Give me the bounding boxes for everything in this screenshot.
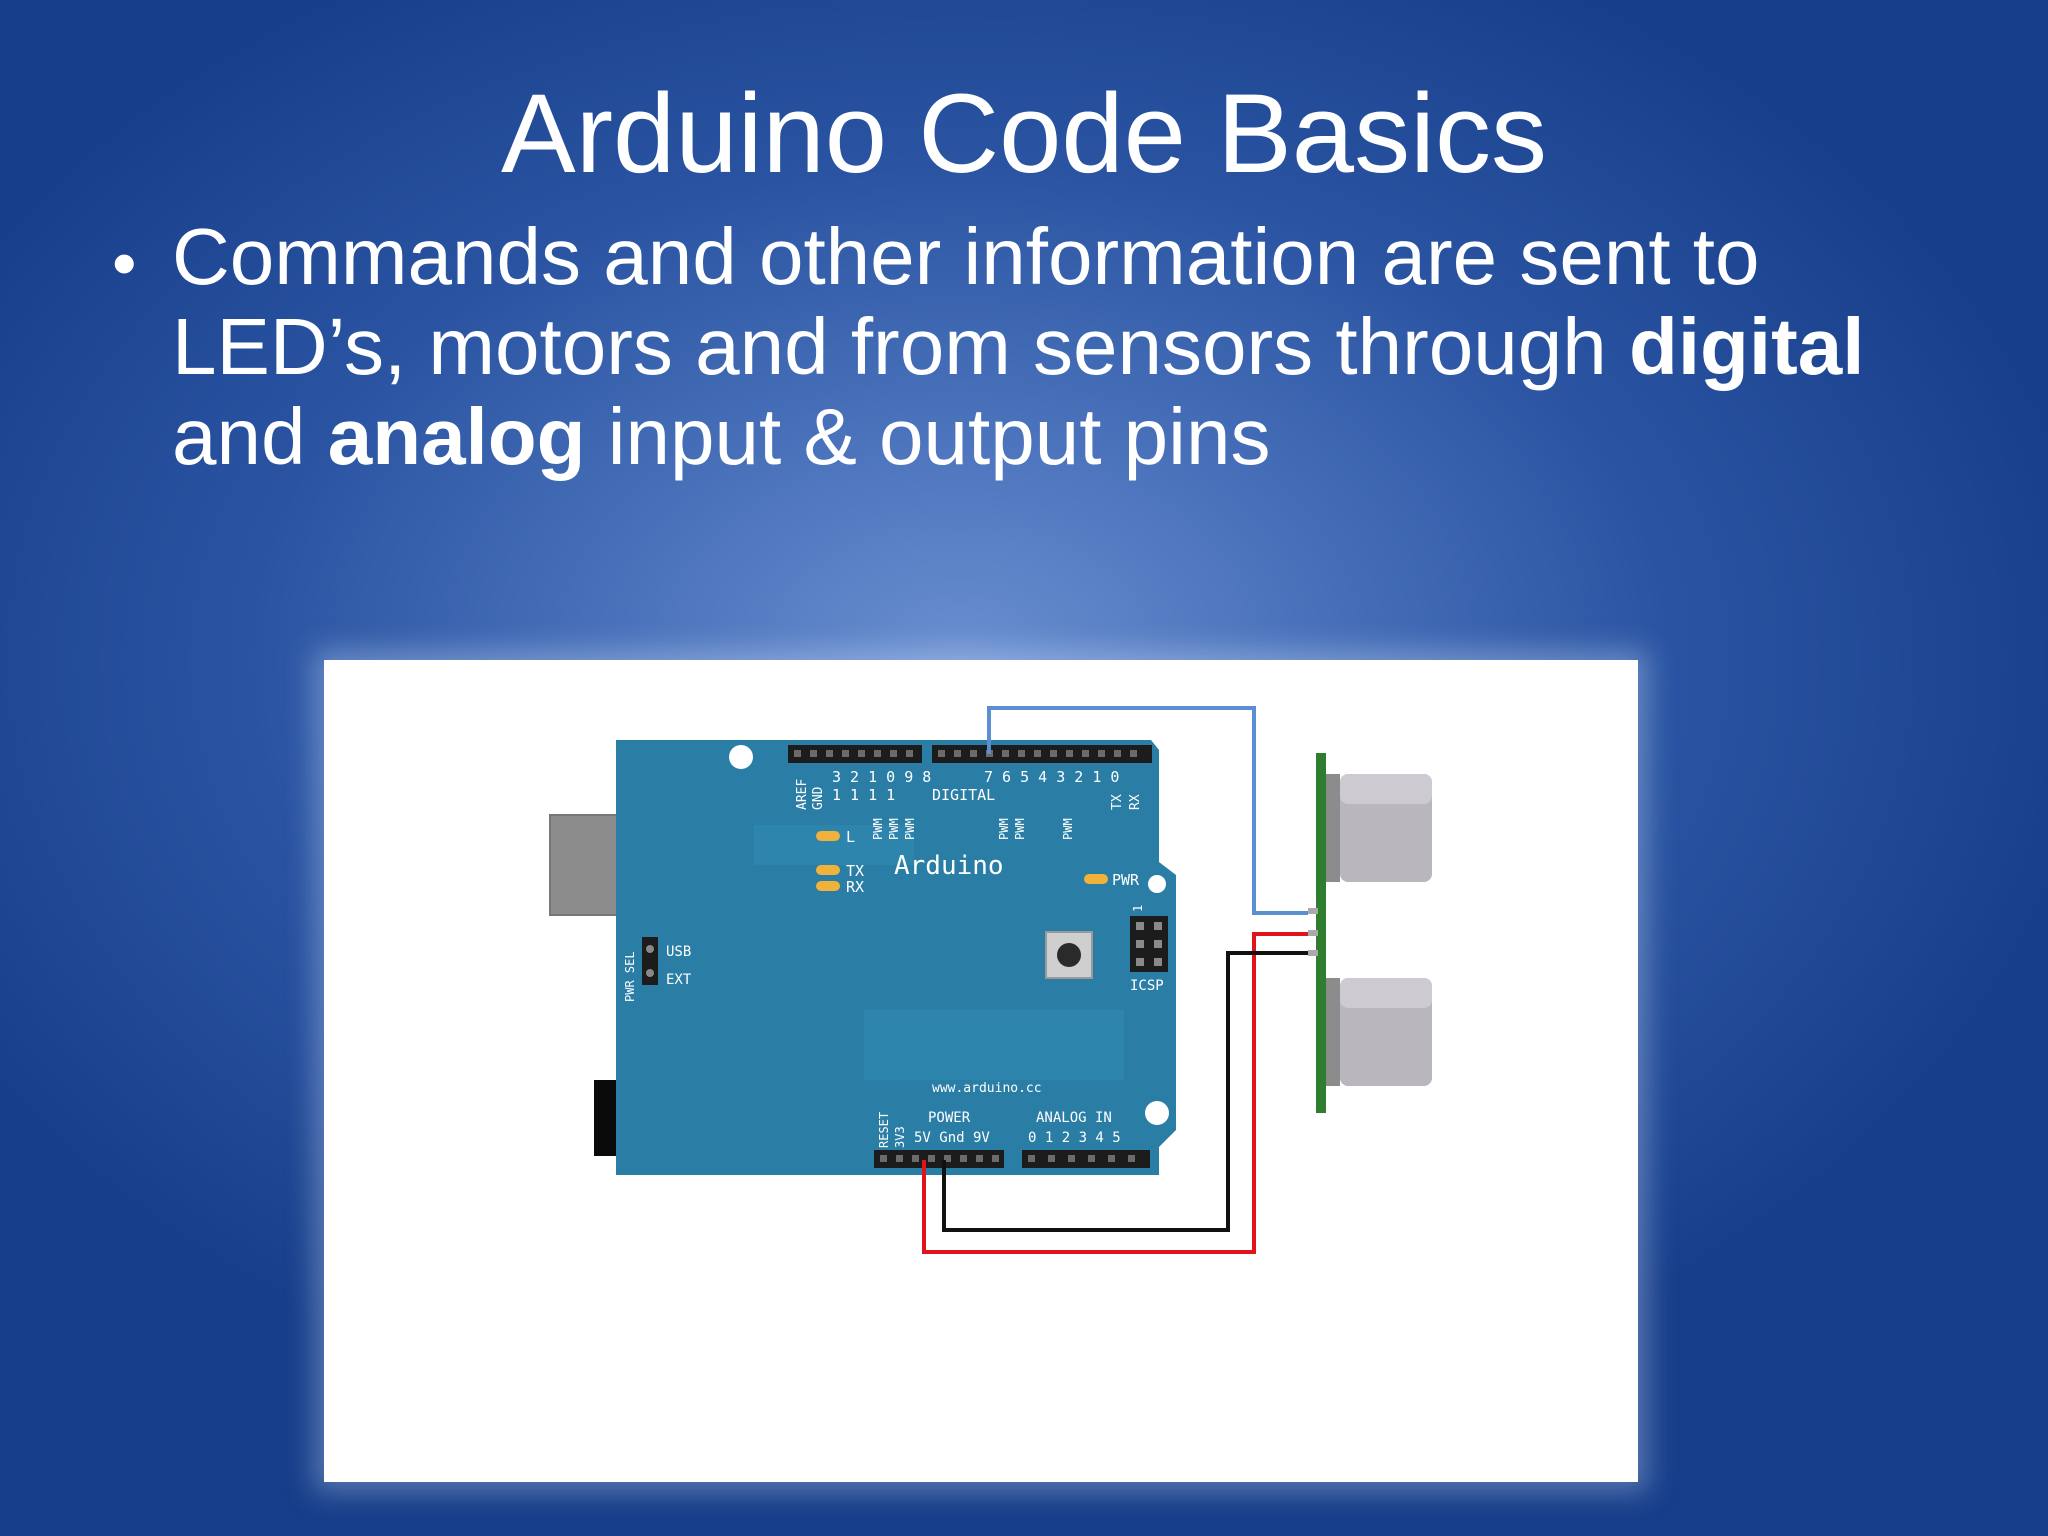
reset-label: RESET xyxy=(877,1112,891,1148)
icsp-pins xyxy=(1136,922,1162,966)
label-rx-header: RX xyxy=(1128,794,1143,810)
digital-numbers-high: 3 2 1 0 9 8 xyxy=(832,768,931,786)
bullet-bold-digital: digital xyxy=(1628,302,1865,391)
pwm-label: PWM xyxy=(1013,818,1027,840)
mount-hole xyxy=(1148,875,1166,893)
icsp-pin1-label: 1 xyxy=(1131,905,1145,912)
usb-label: USB xyxy=(666,944,691,960)
analog-header xyxy=(1022,1150,1150,1168)
board-name: Arduino xyxy=(894,851,1004,881)
sensor-transducer-bottom xyxy=(1326,978,1432,1086)
icsp-header xyxy=(1130,916,1168,972)
sensor-pin xyxy=(1308,950,1318,956)
led-l xyxy=(816,831,840,841)
power-header-pins xyxy=(880,1155,999,1162)
sensor-pin xyxy=(1308,908,1318,914)
bullet-text-part-1: Commands and other information are sent … xyxy=(172,212,1760,391)
digital-label: DIGITAL xyxy=(932,786,995,804)
digital-numbers-low: 7 6 5 4 3 2 1 0 xyxy=(984,768,1119,786)
pwr-sel-jumper xyxy=(642,937,658,985)
v33-label: 3V3 xyxy=(893,1126,907,1148)
sensor-transducer-top xyxy=(1326,774,1432,882)
analog-pins-label: 0 1 2 3 4 5 xyxy=(1028,1130,1121,1146)
bullet-text: Commands and other information are sent … xyxy=(172,212,1992,482)
pwm-label: PWM xyxy=(903,818,917,840)
jumper-pin xyxy=(646,945,654,953)
digital-header-high xyxy=(788,745,922,763)
ext-label: EXT xyxy=(666,972,692,988)
power-header xyxy=(874,1150,1004,1168)
ground-wire xyxy=(942,951,1308,1232)
label-aref: AREF xyxy=(795,779,810,810)
power-wire xyxy=(922,932,1308,1254)
board-chip-area xyxy=(864,1010,1124,1080)
jumper-pin xyxy=(646,969,654,977)
led-rx-label: RX xyxy=(846,878,864,896)
led-rx xyxy=(816,881,840,891)
pwr-sel-label: PWR SEL xyxy=(623,951,637,1002)
sensor-pcb xyxy=(1316,753,1326,1113)
led-l-label: L xyxy=(846,828,855,846)
pwm-label: PWM xyxy=(871,818,885,840)
label-tx-header: TX xyxy=(1110,794,1125,810)
reset-button-cap xyxy=(1057,943,1081,967)
arduino-ultrasonic-diagram: AREF GND 3 2 1 0 9 8 1 1 1 1 7 6 5 4 3 2… xyxy=(549,706,1432,1254)
power-label: POWER xyxy=(928,1110,971,1126)
bullet-bold-analog: analog xyxy=(327,392,586,481)
digital-tens: 1 1 1 1 xyxy=(832,786,895,804)
bullet-text-part-2: and xyxy=(172,392,328,481)
led-pwr xyxy=(1084,874,1108,884)
led-tx xyxy=(816,865,840,875)
power-pins-label: 5V Gnd 9V xyxy=(914,1130,990,1146)
circuit-diagram-panel: AREF GND 3 2 1 0 9 8 1 1 1 1 7 6 5 4 3 2… xyxy=(324,660,1638,1482)
pwm-label: PWM xyxy=(1061,818,1075,840)
sensor-pin xyxy=(1308,930,1318,936)
led-tx-label: TX xyxy=(846,862,864,880)
mount-hole xyxy=(1145,1101,1169,1125)
signal-wire xyxy=(987,706,1308,915)
analog-header-pins xyxy=(1028,1155,1135,1162)
analog-label: ANALOG IN xyxy=(1036,1110,1112,1126)
pwm-label: PWM xyxy=(887,818,901,840)
header-pins-high xyxy=(794,750,913,757)
website-label: www.arduino.cc xyxy=(932,1081,1042,1096)
pwm-label: PWM xyxy=(997,818,1011,840)
mount-hole xyxy=(729,745,753,769)
pwr-led-label: PWR xyxy=(1112,871,1140,889)
icsp-label: ICSP xyxy=(1130,978,1164,994)
bullet-text-part-3: input & output pins xyxy=(585,392,1271,481)
bullet-marker: • xyxy=(112,224,137,302)
slide-title: Arduino Code Basics xyxy=(501,71,1547,196)
label-gnd: GND xyxy=(811,786,826,810)
